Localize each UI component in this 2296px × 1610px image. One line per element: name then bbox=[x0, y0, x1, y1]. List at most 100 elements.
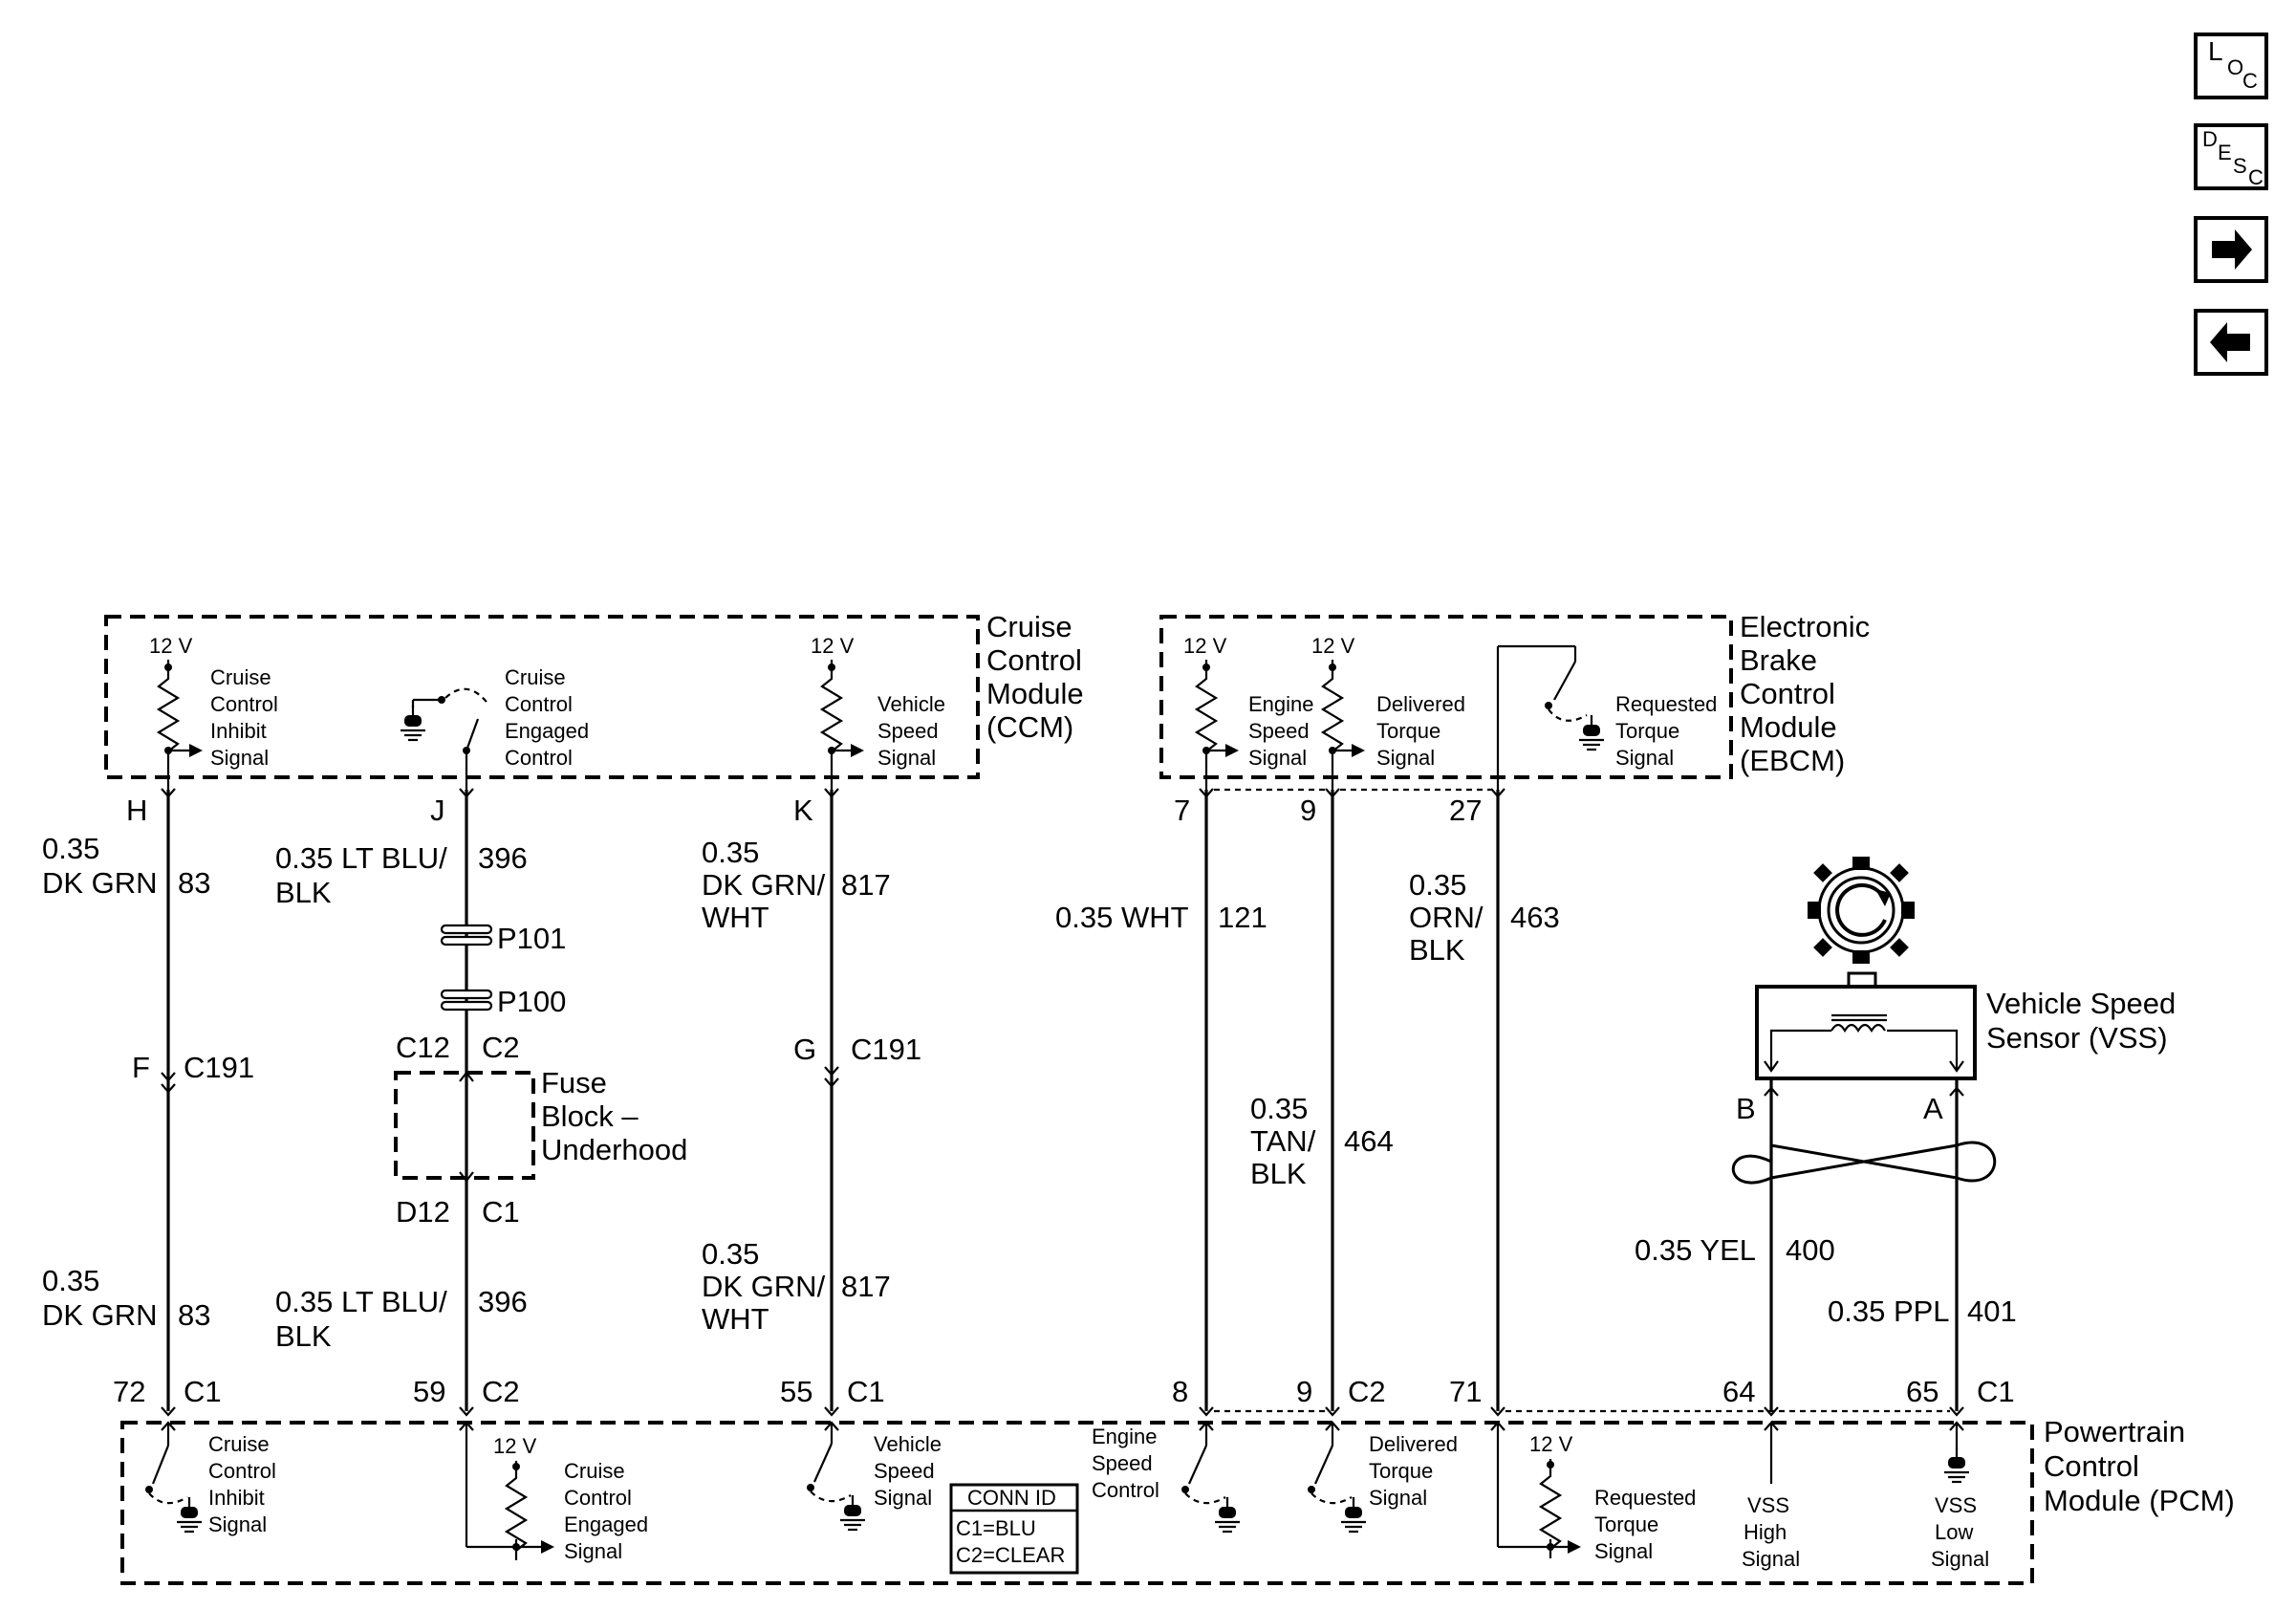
svg-text:Signal: Signal bbox=[208, 1512, 267, 1536]
conn-c1-mid: C1 bbox=[847, 1375, 885, 1408]
ccm-module-label: Cruise Control Module (CCM) bbox=[986, 610, 1084, 744]
vss-sensor-label: Vehicle Speed Sensor (VSS) bbox=[1986, 987, 2176, 1055]
svg-text:Block –: Block – bbox=[541, 1099, 639, 1133]
svg-text:Vehicle: Vehicle bbox=[874, 1432, 942, 1456]
svg-text:0.35 WHT: 0.35 WHT bbox=[1055, 901, 1189, 934]
svg-text:Sensor (VSS): Sensor (VSS) bbox=[1986, 1021, 2168, 1055]
conn-c1-right: C1 bbox=[1977, 1375, 2015, 1408]
svg-text:WHT: WHT bbox=[702, 1302, 769, 1336]
fuse-block-label: Fuse Block – Underhood bbox=[541, 1066, 687, 1166]
svg-text:Control: Control bbox=[1740, 677, 1835, 710]
svg-text:BLK: BLK bbox=[275, 1319, 332, 1353]
svg-text:BLK: BLK bbox=[275, 876, 332, 909]
svg-text:Delivered: Delivered bbox=[1376, 692, 1465, 716]
svg-text:0.35 LT BLU/: 0.35 LT BLU/ bbox=[275, 1285, 447, 1318]
svg-text:C: C bbox=[2248, 165, 2264, 189]
svg-text:Torque: Torque bbox=[1369, 1459, 1433, 1483]
svg-text:Cruise: Cruise bbox=[564, 1459, 625, 1483]
svg-text:Speed: Speed bbox=[1248, 719, 1310, 743]
svg-text:Engine: Engine bbox=[1092, 1425, 1158, 1448]
ebcm-requested-torque-circuit: Requested Torque Signal bbox=[1496, 644, 1717, 790]
svg-text:0.35: 0.35 bbox=[702, 836, 759, 869]
svg-text:O: O bbox=[2227, 55, 2243, 79]
pin-h: H bbox=[126, 794, 147, 827]
svg-text:Vehicle: Vehicle bbox=[877, 692, 945, 716]
ebcm-delivered-torque-circuit: 12 V Delivered Torque Signal bbox=[1311, 634, 1465, 790]
vss-top-caps bbox=[1764, 1086, 1964, 1097]
svg-text:BLK: BLK bbox=[1250, 1157, 1307, 1190]
ccm-box bbox=[104, 615, 980, 779]
pin-a: A bbox=[1923, 1092, 1943, 1125]
pcm-vss-low-circuit: VSS Low Signal bbox=[1931, 1421, 1989, 1571]
svg-text:Cruise: Cruise bbox=[208, 1432, 270, 1456]
pcm-speed-circuit: Vehicle Speed Signal bbox=[807, 1421, 942, 1532]
svg-text:DK GRN: DK GRN bbox=[42, 1298, 158, 1332]
svg-text:TAN/: TAN/ bbox=[1250, 1124, 1316, 1158]
pcm-engaged-circuit: 12 V Cruise Control Engaged Signal bbox=[459, 1421, 648, 1563]
wire-396-bottom-label: 0.35 LT BLU/ BLK 396 bbox=[275, 1285, 528, 1353]
svg-text:12 V: 12 V bbox=[811, 634, 855, 658]
pin-55: 55 bbox=[780, 1375, 812, 1408]
svg-text:817: 817 bbox=[841, 868, 891, 902]
svg-text:Cruise: Cruise bbox=[986, 610, 1072, 643]
splice-p100-label: P100 bbox=[497, 985, 566, 1018]
vss-sensor-body bbox=[1755, 971, 1977, 1080]
svg-text:12 V: 12 V bbox=[149, 634, 193, 658]
svg-text:Signal: Signal bbox=[1594, 1539, 1653, 1563]
svg-text:0.35: 0.35 bbox=[42, 832, 99, 865]
svg-text:Torque: Torque bbox=[1594, 1512, 1658, 1536]
svg-text:Engaged: Engaged bbox=[564, 1512, 648, 1536]
location-nav-button[interactable]: L O C bbox=[2194, 33, 2268, 99]
svg-text:12 V: 12 V bbox=[493, 1434, 537, 1458]
arrow-right-icon bbox=[2212, 229, 2252, 270]
svg-text:Torque: Torque bbox=[1376, 719, 1440, 743]
svg-text:Engaged: Engaged bbox=[505, 719, 589, 743]
svg-text:Signal: Signal bbox=[564, 1539, 622, 1563]
svg-text:E: E bbox=[2218, 141, 2232, 164]
next-arrow-button[interactable] bbox=[2194, 216, 2268, 283]
pcm-module-label: Powertrain Control Module (PCM) bbox=[2044, 1415, 2235, 1517]
arrow-left-icon bbox=[2210, 322, 2250, 362]
description-nav-button[interactable]: D E S C bbox=[2194, 123, 2268, 190]
wire-817-top-label: 0.35 DK GRN/ WHT 817 bbox=[702, 836, 891, 934]
top-terminal-caps bbox=[160, 787, 1506, 798]
svg-text:Control: Control bbox=[505, 746, 573, 770]
svg-text:12 V: 12 V bbox=[1529, 1432, 1573, 1456]
svg-text:Speed: Speed bbox=[1092, 1451, 1153, 1475]
splice-p101 bbox=[440, 924, 493, 946]
vss-rotor-icon bbox=[1808, 857, 1915, 964]
bottom-terminal-caps bbox=[160, 1405, 1965, 1417]
conn-f: F bbox=[132, 1051, 150, 1084]
pcm-requested-torque-circuit: 12 V Requested Torque Signal bbox=[1490, 1421, 1696, 1563]
svg-text:0.35: 0.35 bbox=[1409, 868, 1466, 902]
svg-text:Torque: Torque bbox=[1615, 719, 1679, 743]
pin-72: 72 bbox=[113, 1375, 145, 1408]
svg-text:0.35 PPL: 0.35 PPL bbox=[1828, 1295, 1950, 1328]
svg-text:Control: Control bbox=[1092, 1478, 1159, 1502]
previous-arrow-button[interactable] bbox=[2194, 309, 2268, 376]
svg-text:Requested: Requested bbox=[1594, 1486, 1696, 1510]
svg-text:Signal: Signal bbox=[874, 1486, 932, 1510]
svg-text:0.35 YEL: 0.35 YEL bbox=[1635, 1233, 1756, 1267]
svg-text:Control: Control bbox=[564, 1486, 632, 1510]
svg-text:Underhood: Underhood bbox=[541, 1133, 687, 1166]
splice-p100 bbox=[440, 989, 493, 1012]
svg-text:Delivered: Delivered bbox=[1369, 1432, 1458, 1456]
conn-id-box: CONN ID C1=BLU C2=CLEAR bbox=[949, 1483, 1079, 1575]
svg-text:Vehicle Speed: Vehicle Speed bbox=[1986, 987, 2176, 1020]
svg-text:Module: Module bbox=[986, 677, 1084, 710]
pin-9-bottom: 9 bbox=[1296, 1375, 1312, 1408]
ebcm-module-label: Electronic Brake Control Module (EBCM) bbox=[1740, 610, 1870, 777]
conn-c12: C12 bbox=[396, 1031, 450, 1064]
svg-text:0.35 LT BLU/: 0.35 LT BLU/ bbox=[275, 841, 447, 875]
svg-text:CONN ID: CONN ID bbox=[967, 1486, 1056, 1510]
ebcm-box bbox=[1159, 615, 1733, 779]
pcm-engine-speed-circuit: Engine Speed Control bbox=[1092, 1421, 1242, 1534]
svg-text:Electronic: Electronic bbox=[1740, 610, 1870, 643]
svg-text:121: 121 bbox=[1218, 901, 1267, 934]
svg-text:C1=BLU: C1=BLU bbox=[956, 1516, 1036, 1540]
svg-text:(EBCM): (EBCM) bbox=[1740, 744, 1845, 777]
conn-c2-fuse: C2 bbox=[482, 1031, 520, 1064]
svg-text:High: High bbox=[1744, 1520, 1787, 1544]
svg-text:ORN/: ORN/ bbox=[1409, 901, 1484, 934]
